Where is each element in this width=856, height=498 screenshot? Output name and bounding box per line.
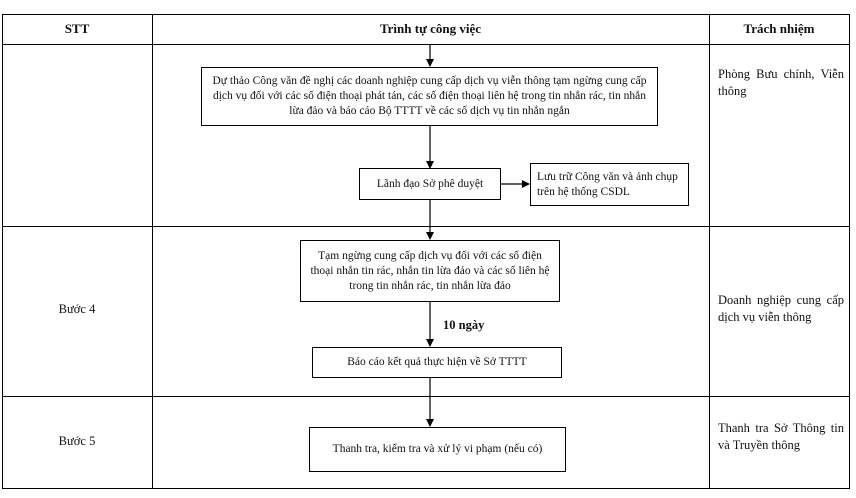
leader-approval-box: Lãnh đạo Sở phê duyệt: [359, 168, 501, 200]
header-process: Trình tự công việc: [379, 21, 482, 36]
table-left-border: [2, 14, 3, 489]
header-bottom-border: [2, 44, 850, 45]
responsibility-3: Thanh tra Sở Thông tin và Truyền thông: [718, 421, 844, 452]
step-label-2: Bước 4: [58, 302, 96, 316]
header-responsibility: Trách nhiệm: [743, 21, 815, 36]
inspect-box: Thanh tra, kiểm tra và xử lý vi phạm (nế…: [309, 427, 566, 472]
row2-bottom-border: [2, 396, 850, 397]
col-divider-2: [709, 14, 710, 489]
suspend-service-box: Tạm ngừng cung cấp dịch vụ đối với các s…: [300, 240, 560, 302]
row1-bottom-border: [2, 226, 850, 227]
duration-label: 10 ngày: [443, 318, 485, 332]
step-label-3: Bước 5: [58, 434, 96, 448]
draft-document-box: Dự thảo Công văn đề nghị các doanh nghiệ…: [201, 67, 658, 126]
table-bottom-border: [2, 488, 850, 489]
table-right-border: [849, 14, 850, 489]
responsibility-2: Doanh nghiệp cung cấp dịch vụ viễn thông: [718, 293, 844, 324]
archive-box: Lưu trữ Công văn và ảnh chụp trên hệ thố…: [530, 163, 689, 206]
report-result-box: Báo cáo kết quả thực hiện về Sở TTTT: [312, 347, 562, 378]
col-divider-1: [152, 14, 153, 489]
table-top-border: [2, 14, 850, 15]
header-stt: STT: [64, 21, 90, 36]
responsibility-1: Phòng Bưu chính, Viễn thông: [718, 67, 844, 98]
